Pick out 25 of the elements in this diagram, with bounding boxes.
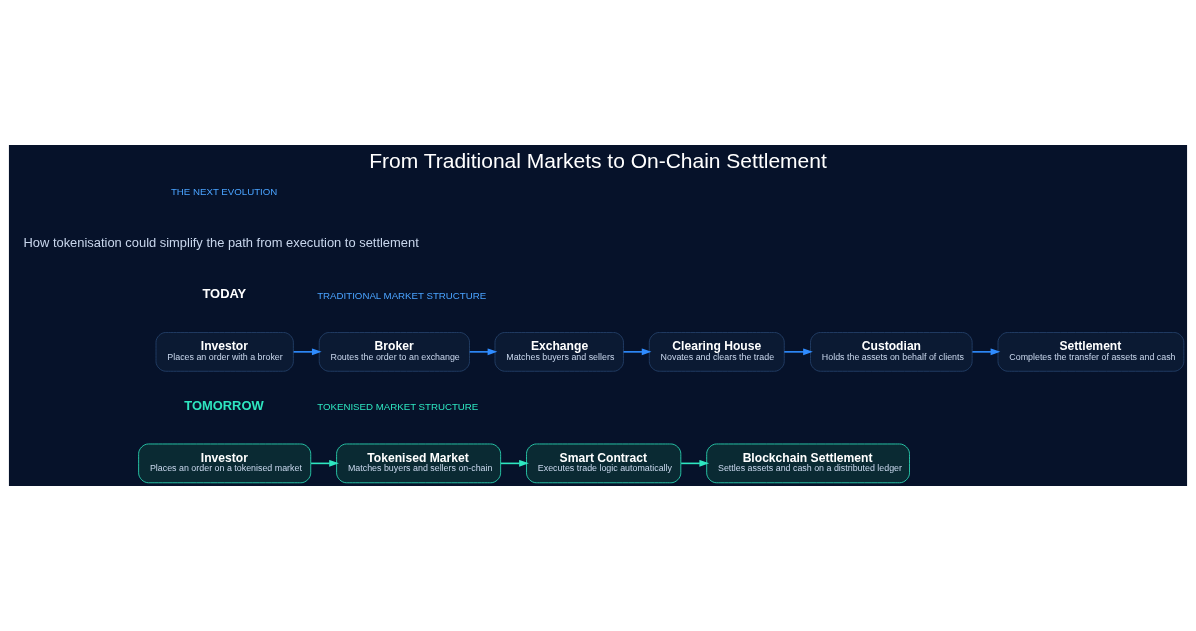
node-box: Exchange Matches buyers and sellers: [494, 332, 624, 372]
diagram-title: From Traditional Markets to On-Chain Settlement: [369, 149, 827, 173]
node-box: Smart Contract Executes trade logic automatically: [526, 443, 682, 484]
label: THE NEXT EVOLUTION: [170, 186, 278, 198]
node-box: Clearing House Novates and clears the trade: [648, 332, 785, 372]
label: TOKENISED MARKET STRUCTURE: [317, 401, 479, 413]
node-box: Broker Routes the order to an exchange: [318, 332, 470, 372]
arrow: [783, 348, 813, 356]
arrow: [622, 348, 652, 356]
arrow: [292, 348, 322, 356]
arrow: [971, 348, 1001, 356]
label: How tokenisation could simplify the path from execution to settlement: [23, 234, 419, 250]
node-box: Investor Places an order on a tokenised market: [138, 443, 312, 484]
node-box: Blockchain Settlement Settles assets and cash on a distributed ledger: [706, 443, 910, 484]
label: TODAY: [202, 286, 247, 302]
arrow: [310, 459, 339, 467]
arrow: [680, 459, 710, 467]
node-box: Settlement Completes the transfer of assets and cash: [997, 332, 1185, 372]
node-box: Tokenised Market Matches buyers and sellers on-chain: [336, 443, 502, 484]
node-box: Investor Places an order with a broker: [155, 332, 294, 372]
label: TRADITIONAL MARKET STRUCTURE: [317, 289, 487, 301]
arrow: [468, 348, 498, 356]
label: TOMORROW: [184, 397, 264, 413]
node-box: Custodian Holds the assets on behalf of clients: [810, 332, 973, 372]
arrow: [499, 459, 529, 467]
